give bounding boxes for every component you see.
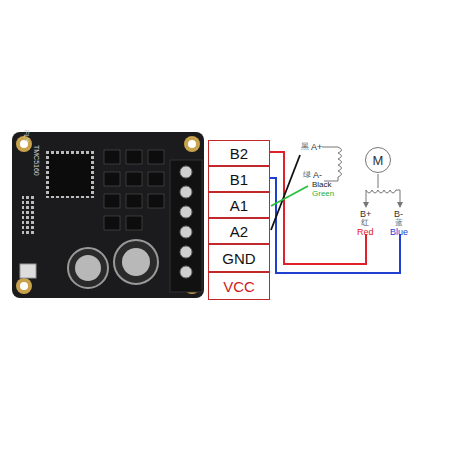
wire-color: Black <box>312 181 332 189</box>
motor-label: M <box>373 153 384 168</box>
pin-name: B+ <box>360 210 371 219</box>
wire-color-cn: 蓝 <box>395 219 403 227</box>
pin-name: B- <box>394 210 403 219</box>
terminal-box: GND <box>208 244 270 272</box>
pin-name: A1 <box>230 197 248 214</box>
terminal-box: VCC <box>208 272 270 300</box>
pin-name: B1 <box>230 171 248 188</box>
terminal-box: A1 <box>208 192 270 218</box>
wire-color: Blue <box>390 228 408 237</box>
silkscreen-text: FLY <box>23 130 30 142</box>
wire-color: Red <box>357 228 374 237</box>
wire-color-cn: 黑 <box>301 143 309 151</box>
pin-name: A+ <box>311 143 322 152</box>
wire-color-cn: 绿 <box>303 171 311 179</box>
terminal-box: A2 <box>208 218 270 244</box>
pin-name: A2 <box>230 223 248 240</box>
pin-name: VCC <box>223 278 255 295</box>
terminal-box: B1 <box>208 166 270 192</box>
pin-name: GND <box>222 250 255 267</box>
terminal-box: B2 <box>208 140 270 166</box>
pin-name: B2 <box>230 145 248 162</box>
wire-color-cn: 红 <box>361 219 369 227</box>
motor-symbol: M <box>365 147 391 173</box>
silkscreen-text: TMC5160 <box>33 145 40 176</box>
wire-color: Green <box>312 190 334 198</box>
pin-name: A- <box>313 171 322 180</box>
